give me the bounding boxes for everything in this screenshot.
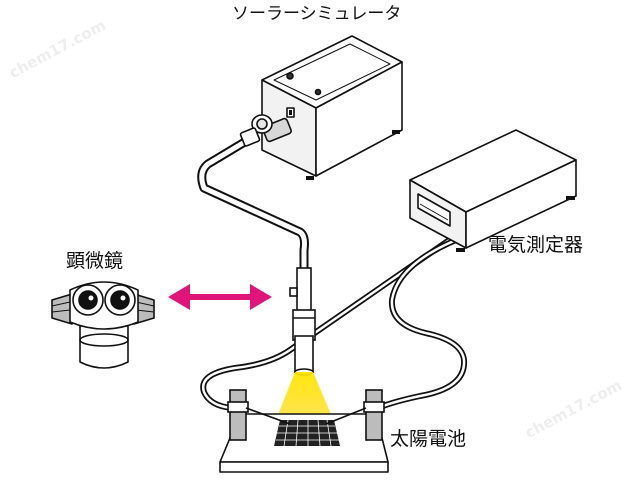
light-probe bbox=[289, 267, 316, 376]
cables bbox=[197, 135, 469, 411]
microscope-icon bbox=[51, 281, 155, 369]
simulator-output-port bbox=[239, 114, 292, 147]
label-solar-simulator: ソーラーシミュレータ bbox=[232, 4, 402, 24]
label-microscope: 顕微鏡 bbox=[66, 250, 124, 272]
electrometer-device bbox=[409, 129, 577, 252]
right-probe-cable bbox=[375, 233, 469, 411]
probe-clamps bbox=[227, 389, 385, 441]
solar-simulator bbox=[239, 35, 403, 180]
solar-cell bbox=[274, 419, 340, 447]
label-solar-cell: 太陽電池 bbox=[390, 428, 467, 450]
label-electrometer: 電気測定器 bbox=[488, 234, 584, 256]
double-arrow-icon bbox=[168, 284, 272, 310]
